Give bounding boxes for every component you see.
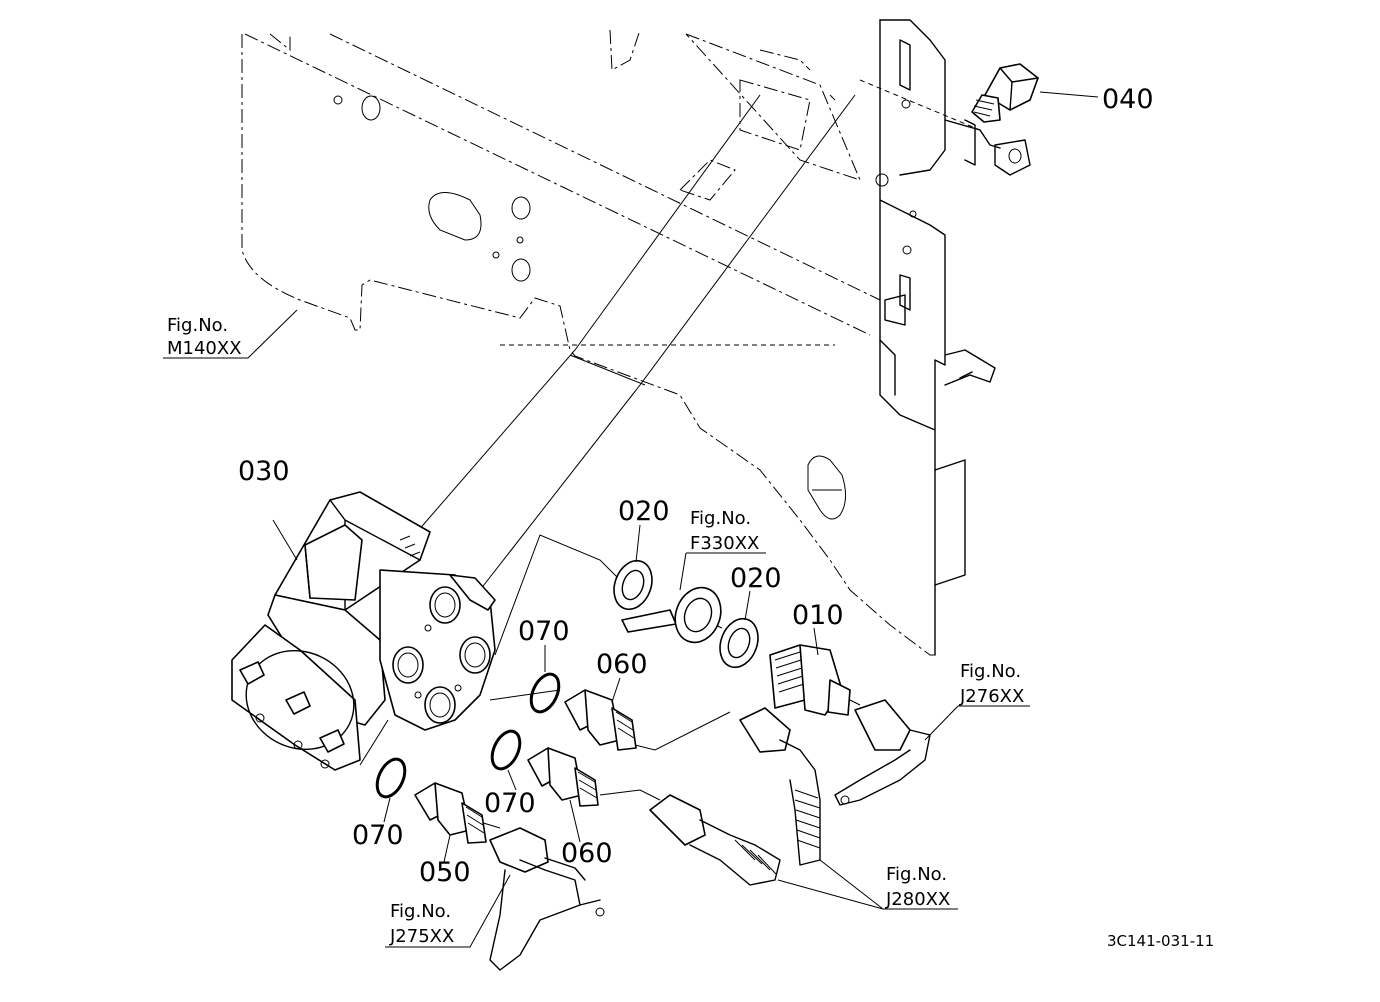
label-020-a: 020 <box>618 496 670 527</box>
hose-j280 <box>649 707 821 886</box>
hose-j276 <box>834 729 931 806</box>
label-020-b: 020 <box>730 563 782 594</box>
fig-ref-j276-code: J276XX <box>959 686 1024 707</box>
label-060-b: 060 <box>561 838 613 869</box>
fig-ref-j275-code: J275XX <box>389 926 454 947</box>
label-070-b: 070 <box>484 788 536 819</box>
fig-ref-f330-prefix: Fig.No. <box>690 508 751 529</box>
part-labels: 040 030 020 020 010 070 060 070 070 060 … <box>238 84 1154 888</box>
fig-ref-j280-code: J280XX <box>885 889 950 910</box>
fig-ref-f330-code: F330XX <box>690 533 759 554</box>
fitting-050 <box>414 782 487 844</box>
label-030: 030 <box>238 456 290 487</box>
fig-ref-j276-prefix: Fig.No. <box>960 661 1021 682</box>
figure-references: Fig.No. M140XX Fig.No. F330XX Fig.No. J2… <box>167 315 1024 947</box>
fitting-060-upper <box>564 689 637 751</box>
drawing-code: 3C141-031-11 <box>1107 932 1214 950</box>
fitting-060-lower <box>527 747 599 807</box>
adapter-010 <box>769 644 911 751</box>
label-070-c: 070 <box>352 820 404 851</box>
fig-ref-m140-code: M140XX <box>167 338 242 359</box>
fig-ref-j280-prefix: Fig.No. <box>886 864 947 885</box>
bolt-040 <box>971 63 1099 123</box>
fig-ref-m140-prefix: Fig.No. <box>167 315 228 336</box>
washers-020 <box>613 559 759 669</box>
assembly-center-lines <box>359 94 861 829</box>
label-070-a: 070 <box>518 616 570 647</box>
hose-j275 <box>489 827 605 971</box>
frame-panel <box>241 19 1031 656</box>
leader-lines <box>163 309 1030 948</box>
label-010: 010 <box>792 600 844 631</box>
fig-ref-j275-prefix: Fig.No. <box>390 901 451 922</box>
fitting-f330 <box>621 586 722 644</box>
label-050: 050 <box>419 857 471 888</box>
label-040: 040 <box>1102 84 1154 115</box>
label-060-a: 060 <box>596 649 648 680</box>
steering-unit-030 <box>231 491 496 771</box>
o-rings-070 <box>375 672 561 799</box>
